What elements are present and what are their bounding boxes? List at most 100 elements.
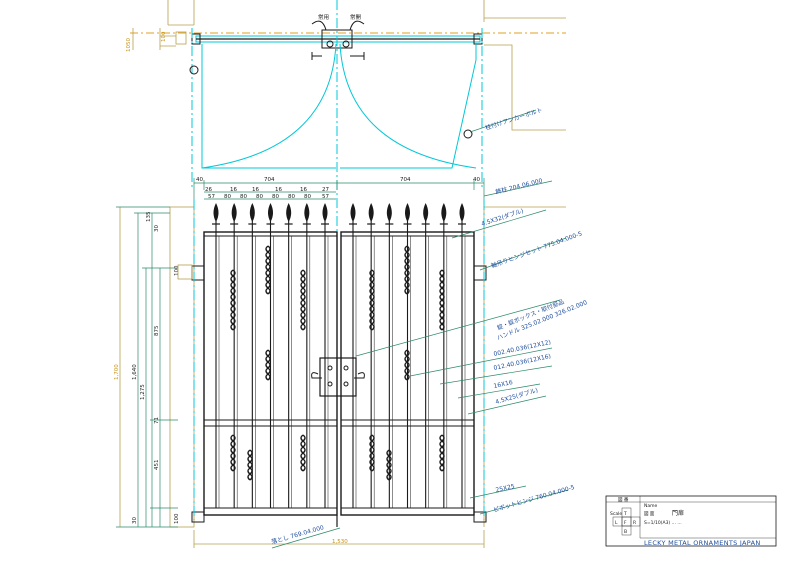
- finial: [423, 203, 429, 222]
- tb-name-value: 門扉: [672, 509, 684, 517]
- dim-left-edge: 40: [196, 177, 203, 183]
- plan-dim-lines: [132, 28, 176, 50]
- spacing-label: 80: [224, 194, 231, 200]
- finial: [304, 203, 310, 222]
- plan-knob-right: [342, 40, 350, 48]
- twist-ornament-back: [369, 269, 374, 331]
- twist-ornament-back: [300, 269, 305, 331]
- dim-100a: 100: [174, 265, 180, 276]
- hinge-top-right: [473, 265, 487, 281]
- hinge-bottom-right: [473, 511, 487, 523]
- tb-flag-t: T: [623, 511, 627, 517]
- label-leaf-right: 常開: [350, 13, 362, 21]
- bottom-dimension: 1,530: [193, 530, 485, 548]
- callout-rail: 25X25: [495, 483, 516, 494]
- twist-ornament-back: [230, 434, 235, 472]
- plan-hinge-right: [473, 33, 483, 45]
- twist-ornament-back: [265, 349, 270, 381]
- right-bottom-rail: [340, 507, 475, 516]
- twist-ornament-back: [265, 245, 270, 295]
- spacing-label: 80: [272, 194, 279, 200]
- twist-ornament-back: [300, 434, 305, 472]
- spacing-label: 80: [304, 194, 311, 200]
- title-block: 図 番 Name 図 面 門扉 S=1/10(A3) ... ... Scale…: [605, 495, 777, 547]
- tb-flag-b: B: [624, 529, 627, 535]
- spacing-label: 80: [240, 194, 247, 200]
- dim-c-a: 26: [205, 187, 212, 193]
- twist-ornament-back: [386, 449, 391, 481]
- tb-name-label: 図 面: [644, 511, 655, 517]
- plan-lock-box: [321, 29, 353, 49]
- plan-dim-depth: 1050: [126, 38, 132, 52]
- spacing-label: 80: [288, 194, 295, 200]
- twist-ornament: [405, 349, 410, 381]
- tb-header-a: 図 番: [618, 496, 629, 503]
- finial: [405, 203, 410, 222]
- callout-frame-top: 4.5X32(ダブル): [480, 207, 524, 228]
- spacing-label: 57: [208, 194, 215, 200]
- dim-30: 30: [154, 225, 160, 232]
- tb-scale-label: Scale: [610, 511, 622, 517]
- twist-ornament-back: [404, 349, 409, 381]
- right-wall-plan: [484, 44, 566, 131]
- finial: [350, 203, 356, 222]
- callout-texts: 柱付けアンカーボルト 飾柱 204.06.000 4.5X32(ダブル) 軸吊り…: [270, 106, 588, 546]
- twist-ornament: [248, 449, 253, 481]
- dim-100b: 100: [174, 513, 180, 524]
- twist-ornament-back: [439, 434, 444, 472]
- dim-frame: 1,275: [140, 384, 146, 400]
- twist-ornament-back: [230, 269, 235, 331]
- spacing-label: 80: [256, 194, 263, 200]
- tb-header-b: Name: [644, 503, 658, 509]
- twist-ornament-back: [439, 269, 444, 331]
- tb-company: LECKY METAL ORNAMENTS JAPAN: [644, 539, 761, 547]
- dim-total-height: 1,700: [114, 364, 120, 380]
- finial: [268, 203, 273, 222]
- plan-wall-box: [175, 31, 187, 45]
- finial: [441, 203, 447, 222]
- dim-total-width: 1,530: [332, 539, 348, 545]
- callout-leaders: [271, 109, 569, 549]
- finial: [249, 203, 255, 222]
- finials: [212, 203, 466, 225]
- twist-ornaments: [230, 245, 445, 481]
- twist-ornament-back: [404, 245, 409, 295]
- swing-arc-left: [201, 43, 337, 169]
- twist-ornament: [387, 449, 392, 481]
- dim-451: 451: [154, 460, 160, 471]
- left-pillar: [169, 206, 195, 528]
- dim-875: 875: [154, 325, 160, 336]
- dim-135: 135: [146, 211, 152, 222]
- finial: [286, 203, 292, 222]
- dim-c-b: 16: [230, 187, 237, 193]
- callout-post: 飾柱 204.06.000: [495, 176, 544, 195]
- dim-left-leaf: 704: [264, 177, 275, 183]
- dim-height: 1,640: [132, 364, 138, 380]
- swing-right-frame: [340, 44, 477, 169]
- finial: [386, 203, 392, 222]
- callout-hinge-set: 軸吊りヒンジセット 775.04.000-5: [490, 229, 583, 269]
- dim-c-b2: 16: [252, 187, 259, 193]
- plan-brackets: [311, 52, 365, 60]
- swing-arc-right: [339, 43, 477, 169]
- elevation-view: [169, 200, 566, 528]
- dim-c-gap: 27: [322, 187, 329, 193]
- twist-ornament-back: [247, 449, 252, 481]
- left-dimensions: 1,700 1,640 1,275 135 30 875 71 451 100 …: [114, 206, 193, 528]
- twist-ornament: [266, 349, 271, 381]
- finial: [368, 203, 374, 222]
- lock-handles: [311, 372, 365, 379]
- anchor-right: [463, 129, 473, 139]
- swing-left-frame: [201, 44, 336, 169]
- plan-hinge-left: [191, 33, 201, 45]
- dim-right-edge: 40: [473, 177, 480, 183]
- plan-dim-wall: 100: [161, 31, 167, 42]
- tb-code-row: S=1/10(A3) ... ...: [644, 520, 682, 526]
- hinge-bottom-left: [191, 511, 205, 523]
- dim-71: 71: [154, 417, 160, 424]
- callout-bar-c: 16X16: [493, 379, 514, 390]
- anchor-left: [189, 65, 199, 75]
